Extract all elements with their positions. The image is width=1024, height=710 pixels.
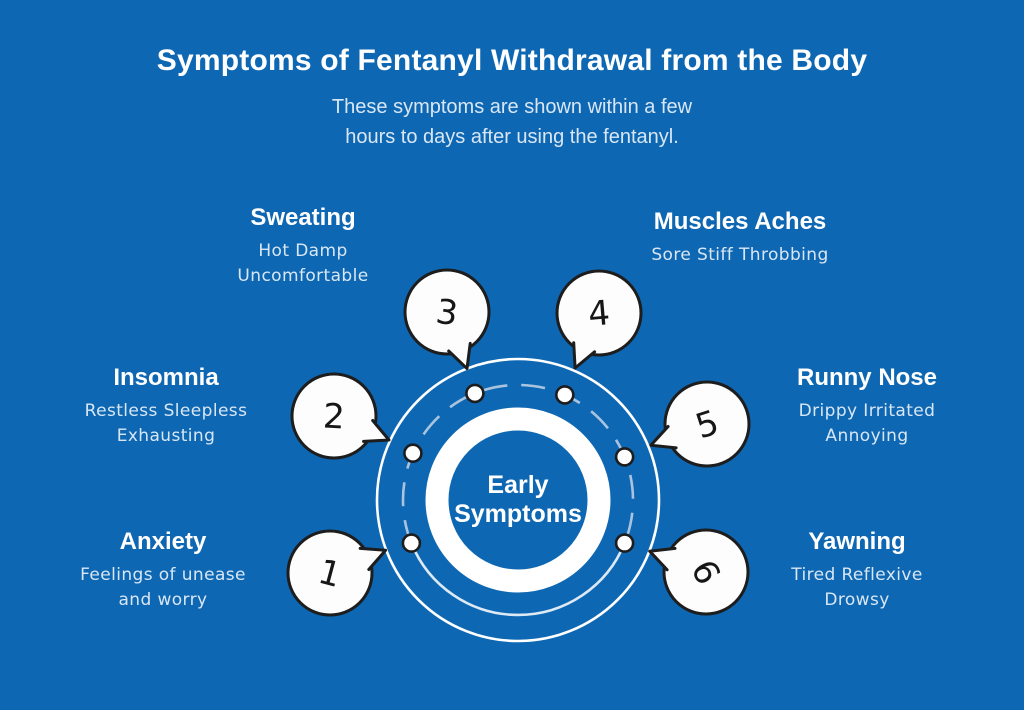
symptom-description: Sore Stiff Throbbing xyxy=(651,245,829,265)
symptom-block-insomnia: Insomnia Restless Sleepless Exhausting xyxy=(26,363,306,449)
timeline-dot-2 xyxy=(403,443,423,464)
number-bubble-1: 1 xyxy=(286,529,388,617)
symptom-description: Drippy Irritated Annoying xyxy=(798,401,936,446)
symptom-name: Anxiety xyxy=(119,528,207,555)
bubble-tail-edge xyxy=(358,546,388,571)
page-subtitle: These symptoms are shown within a few ho… xyxy=(331,96,693,148)
bubble-tail xyxy=(448,343,471,369)
timeline-dot-6 xyxy=(614,533,635,553)
number-bubble-6: 6 xyxy=(648,528,750,616)
symptom-description: Hot Damp Uncomfortable xyxy=(237,241,369,286)
bubble-tail-edge xyxy=(648,546,677,572)
page-title: Symptoms of Fentanyl Withdrawal from the… xyxy=(156,44,868,77)
symptom-block-sweating: Sweating Hot Damp Uncomfortable xyxy=(163,203,443,289)
timeline-dot-3 xyxy=(465,383,485,404)
symptom-block-runny-nose: Runny Nose Drippy Irritated Annoying xyxy=(727,363,1007,449)
outer-circle xyxy=(375,357,661,643)
symptom-block-muscles-aches: Muscles Aches Sore Stiff Throbbing xyxy=(600,207,880,268)
symptom-name: Sweating xyxy=(250,204,356,231)
symptom-name: Muscles Aches xyxy=(653,208,827,235)
number-bubble-2: 2 xyxy=(290,372,391,460)
symptom-block-anxiety: Anxiety Feelings of unease and worry xyxy=(23,527,303,613)
timeline-dot-5 xyxy=(614,447,635,467)
symptom-description: Tired Reflexive Drowsy xyxy=(791,565,923,610)
bubble-tail xyxy=(363,420,389,442)
number-bubble-3: 3 xyxy=(403,268,491,371)
bubble-tail xyxy=(573,342,595,368)
bubble-tail-edge xyxy=(649,425,678,450)
number-bubble-5: 5 xyxy=(649,380,751,468)
number-bubble-4: 4 xyxy=(555,269,643,370)
timeline-dot-1 xyxy=(401,533,422,553)
symptom-description: Feelings of unease and worry xyxy=(80,565,246,610)
timeline-bottom-arc xyxy=(410,542,626,617)
bubble-circle xyxy=(403,268,491,356)
bubble-number: 4 xyxy=(587,293,612,335)
symptom-block-yawning: Yawning Tired Reflexive Drowsy xyxy=(717,527,997,613)
bubble-number: 2 xyxy=(322,396,346,437)
bubble-circle xyxy=(663,380,751,468)
timeline-dot-4 xyxy=(554,385,575,405)
symptom-name: Yawning xyxy=(808,528,906,555)
bubble-tail xyxy=(360,548,386,570)
center-label: Early Symptoms xyxy=(454,471,582,528)
bubble-circle xyxy=(290,372,378,460)
center-ring xyxy=(425,407,611,593)
symptom-name: Insomnia xyxy=(113,364,219,391)
bubble-circle xyxy=(555,269,643,357)
bubble-tail xyxy=(649,548,675,570)
bubble-tail-edge xyxy=(362,419,391,443)
bubble-circle xyxy=(662,528,750,616)
bubble-tail-edge xyxy=(447,341,472,371)
bubble-circle xyxy=(286,529,374,617)
dashed-timeline-arc xyxy=(401,383,635,544)
bubble-tail-edge xyxy=(572,341,597,370)
bubble-tail xyxy=(650,426,677,448)
symptom-name: Runny Nose xyxy=(796,364,937,391)
symptom-description: Restless Sleepless Exhausting xyxy=(84,401,248,446)
